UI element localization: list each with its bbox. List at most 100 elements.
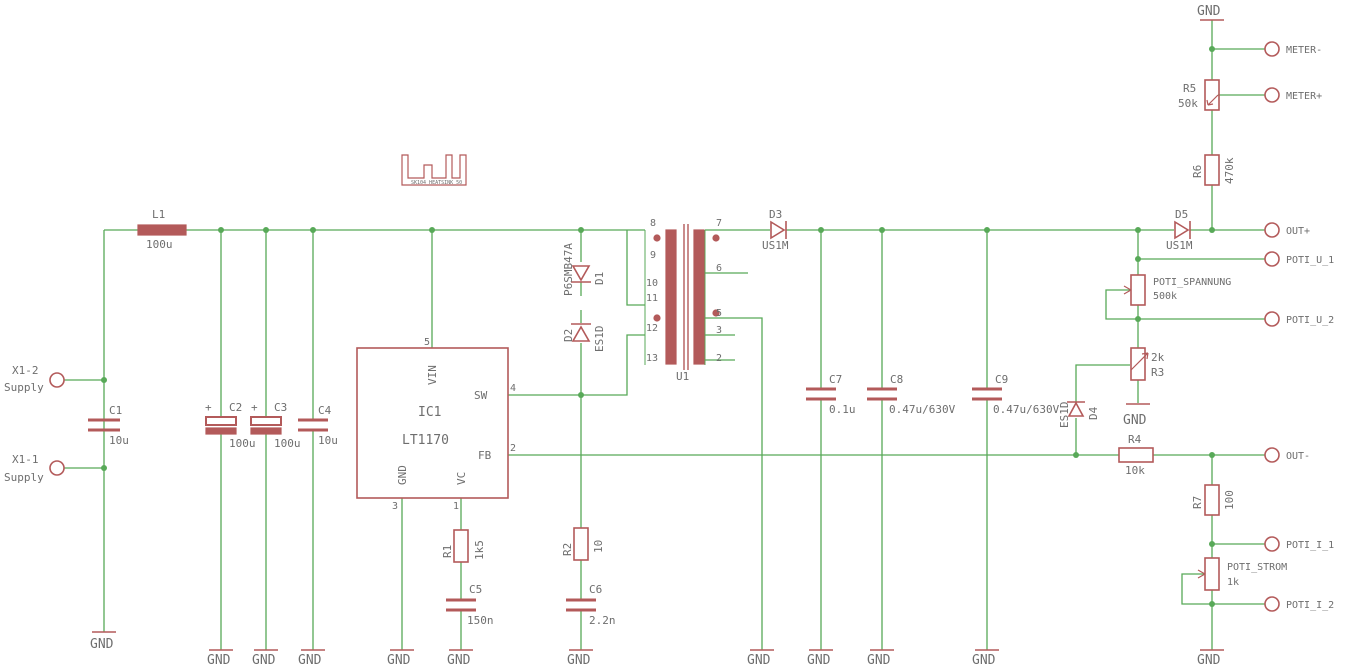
capacitor-c2: + C2 100u [205, 401, 256, 450]
svg-text:GND: GND [747, 653, 771, 668]
u1-name: U1 [676, 370, 689, 383]
potentiometer-r5: R5 50k [1178, 79, 1220, 111]
svg-text:METER+: METER+ [1286, 91, 1322, 102]
resistor-r6: R6 470k [1191, 154, 1236, 186]
r4-name: R4 [1128, 433, 1142, 446]
c4-name: C4 [318, 404, 332, 417]
svg-text:OUT+: OUT+ [1286, 226, 1310, 237]
c2-value: 100u [229, 437, 256, 450]
diode-d5: D5 US1M [1166, 208, 1193, 252]
d1-name: D1 [593, 272, 606, 285]
transformer-u1: U1 8 9 10 11 12 13 7 6 5 3 2 [644, 218, 722, 383]
svg-text:9: 9 [650, 250, 656, 261]
ground-symbol: GND [90, 631, 116, 652]
capacitor-c8: C8 0.47u/630V [867, 373, 956, 416]
ground-symbol: GND [1197, 4, 1224, 21]
terminal-x1-2-supply: Supply [4, 381, 44, 394]
capacitor-c9: C9 0.47u/630V [972, 373, 1060, 416]
c8-value: 0.47u/630V [889, 403, 956, 416]
c9-name: C9 [995, 373, 1008, 386]
poti-spannung-value: 500k [1153, 291, 1177, 302]
terminal-poti-i-2: POTI_I_2 [1264, 596, 1334, 612]
ground-symbol: GND [1123, 403, 1150, 428]
d2-value: ES1D [593, 326, 606, 353]
ic1-sw-pin: SW [474, 389, 488, 402]
c3-name: C3 [274, 401, 287, 414]
ground-symbol: GND [387, 649, 414, 668]
wires [64, 20, 1265, 650]
ic1-lt1170: VIN SW FB IC1 LT1170 GND VC 5 4 2 3 1 [356, 337, 516, 512]
svg-text:12: 12 [646, 323, 658, 334]
svg-text:8: 8 [650, 218, 656, 229]
svg-text:13: 13 [646, 353, 658, 364]
ic1-name: IC1 [418, 405, 441, 420]
l1-name: L1 [152, 208, 165, 221]
svg-text:GND: GND [867, 653, 891, 668]
svg-text:3: 3 [716, 325, 722, 336]
ic1-vc-pin: VC [455, 472, 468, 485]
c3-value: 100u [274, 437, 301, 450]
c7-value: 0.1u [829, 403, 856, 416]
ground-symbol: GND [207, 649, 233, 668]
ground-symbol: GND [447, 649, 473, 668]
c6-name: C6 [589, 583, 602, 596]
d5-value: US1M [1166, 239, 1193, 252]
svg-text:GND: GND [207, 653, 231, 668]
terminal-out-minus: OUT- [1264, 447, 1310, 463]
r2-value: 10 [592, 540, 605, 553]
terminal-poti-i-1: POTI_I_1 [1264, 536, 1334, 552]
svg-text:OUT-: OUT- [1286, 451, 1310, 462]
svg-text:GND: GND [90, 637, 114, 652]
heatsink-icon: SK104_HEATSINK_50 [401, 154, 467, 186]
r2-name: R2 [561, 543, 574, 556]
svg-text:+: + [205, 401, 212, 414]
c1-value: 10u [109, 434, 129, 447]
svg-text:POTI_I_1: POTI_I_1 [1286, 540, 1334, 551]
heatsink-label: SK104_HEATSINK_50 [411, 180, 462, 186]
svg-text:GND: GND [1123, 413, 1147, 428]
svg-text:GND: GND [252, 653, 276, 668]
r7-value: 100 [1223, 490, 1236, 510]
c6-value: 2.2n [589, 614, 616, 627]
svg-text:5: 5 [424, 337, 430, 348]
svg-text:6: 6 [716, 263, 722, 274]
r7-name: R7 [1191, 496, 1204, 509]
d3-value: US1M [762, 239, 789, 252]
terminal-x1-1-label: X1-1 [12, 453, 39, 466]
svg-text:GND: GND [447, 653, 471, 668]
capacitor-c5: C5 150n [446, 583, 494, 627]
ic1-part: LT1170 [402, 433, 449, 448]
poti-spannung-name: POTI_SPANNUNG [1153, 277, 1231, 288]
c8-name: C8 [890, 373, 903, 386]
d5-name: D5 [1175, 208, 1188, 221]
resistor-r4: R4 10k [1118, 433, 1154, 477]
poti-strom-value: 1k [1227, 577, 1239, 588]
l1-value: 100u [146, 238, 173, 251]
c9-value: 0.47u/630V [993, 403, 1060, 416]
svg-text:METER-: METER- [1286, 45, 1322, 56]
r5-value: 50k [1178, 97, 1198, 110]
svg-text:POTI_U_1: POTI_U_1 [1286, 255, 1334, 266]
junctions [101, 46, 1215, 607]
r6-value: 470k [1223, 157, 1236, 184]
terminal-x1-2-label: X1-2 [12, 364, 39, 377]
r3-name: R3 [1151, 366, 1164, 379]
c4-value: 10u [318, 434, 338, 447]
capacitor-c7: C7 0.1u [806, 373, 856, 416]
svg-text:GND: GND [567, 653, 591, 668]
diode-d2: D2 ES1D [562, 323, 606, 353]
potentiometer-r3: 2k R3 [1130, 347, 1165, 381]
resistor-r2: R2 10 [561, 527, 605, 561]
capacitor-c4: C4 10u [298, 404, 338, 447]
diode-d1: P6SMB47A D1 [562, 243, 606, 296]
d2-name: D2 [562, 329, 575, 342]
terminal-meter-plus: METER+ [1264, 87, 1322, 103]
capacitor-c3: + C3 100u [250, 401, 301, 450]
svg-text:1: 1 [453, 501, 459, 512]
c5-name: C5 [469, 583, 482, 596]
r1-value: 1k5 [473, 540, 486, 560]
svg-text:3: 3 [392, 501, 398, 512]
svg-text:+: + [251, 401, 258, 414]
svg-text:GND: GND [298, 653, 322, 668]
ground-symbol: GND [252, 649, 278, 668]
